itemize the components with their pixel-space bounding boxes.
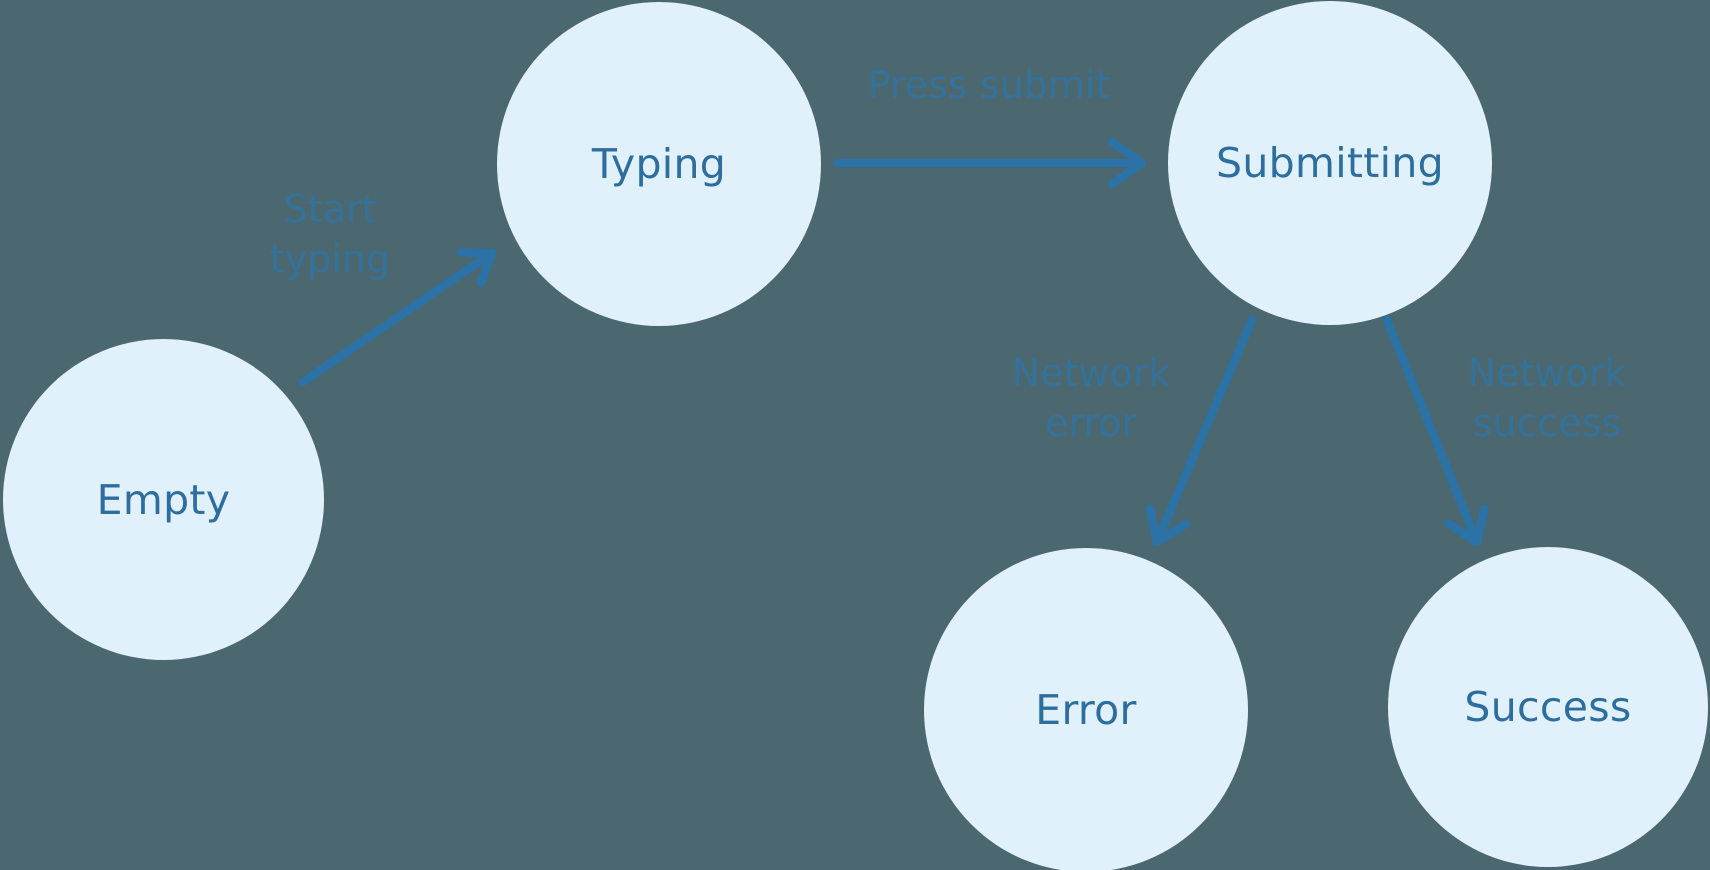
- node-success: Success: [1388, 547, 1708, 867]
- edge-submitting-to-success-arrow: [1382, 315, 1489, 547]
- node-empty: Empty: [3, 339, 324, 660]
- node-typing-label: Typing: [591, 140, 727, 188]
- node-error: Error: [924, 548, 1248, 870]
- node-success-label: Success: [1464, 683, 1632, 731]
- edge-submitting-to-error-arrow: [1145, 315, 1257, 547]
- node-empty-label: Empty: [96, 475, 231, 524]
- edge-label-start-typing: Start typing: [269, 187, 391, 281]
- edge-label-network-error: Network error: [1011, 351, 1171, 445]
- node-error-label: Error: [1035, 686, 1137, 734]
- edge-empty-to-typing-arrow: [298, 248, 497, 387]
- node-typing: Typing: [497, 2, 821, 326]
- node-submitting: Submitting: [1168, 1, 1492, 325]
- edge-label-network-success: Network success: [1467, 351, 1627, 445]
- node-submitting-label: Submitting: [1216, 139, 1444, 187]
- edge-typing-to-submitting-arrow: [833, 138, 1147, 188]
- edge-label-press-submit: Press submit: [867, 63, 1111, 107]
